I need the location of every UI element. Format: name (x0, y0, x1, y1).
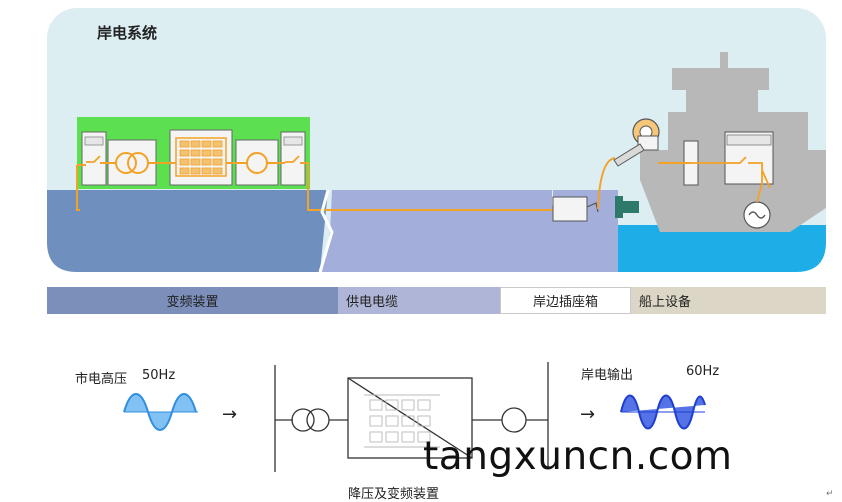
output-label: 岸电输出 (581, 368, 634, 383)
ship (640, 52, 826, 232)
power-cable (77, 162, 555, 211)
shore-socket-box (552, 196, 588, 222)
band-socket-box: 岸边插座箱 (500, 287, 631, 314)
band-ship-equipment: 船上设备 (631, 287, 826, 314)
diagram-title: 岸电系统 (97, 24, 158, 42)
converter-schematic (274, 362, 549, 472)
paragraph-mark: ↵ (826, 489, 834, 499)
arrow-in: → (222, 404, 238, 425)
device-caption: 降压及变频装置 (348, 487, 440, 502)
arrow-out: → (580, 404, 596, 425)
bollard (615, 196, 623, 218)
output-frequency: 60Hz (686, 364, 720, 379)
converter-ground (47, 190, 328, 272)
sea (618, 225, 826, 272)
input-label: 市电高压 (75, 372, 128, 387)
output-sine-wave (620, 394, 706, 430)
watermark: tangxuncn.com (423, 434, 733, 479)
zone-break (318, 189, 334, 273)
band-cable: 供电电缆 (338, 287, 500, 314)
converter-schematic-detail (364, 394, 440, 448)
band-converter: 变频装置 (47, 287, 338, 314)
input-frequency: 50Hz (142, 368, 176, 383)
